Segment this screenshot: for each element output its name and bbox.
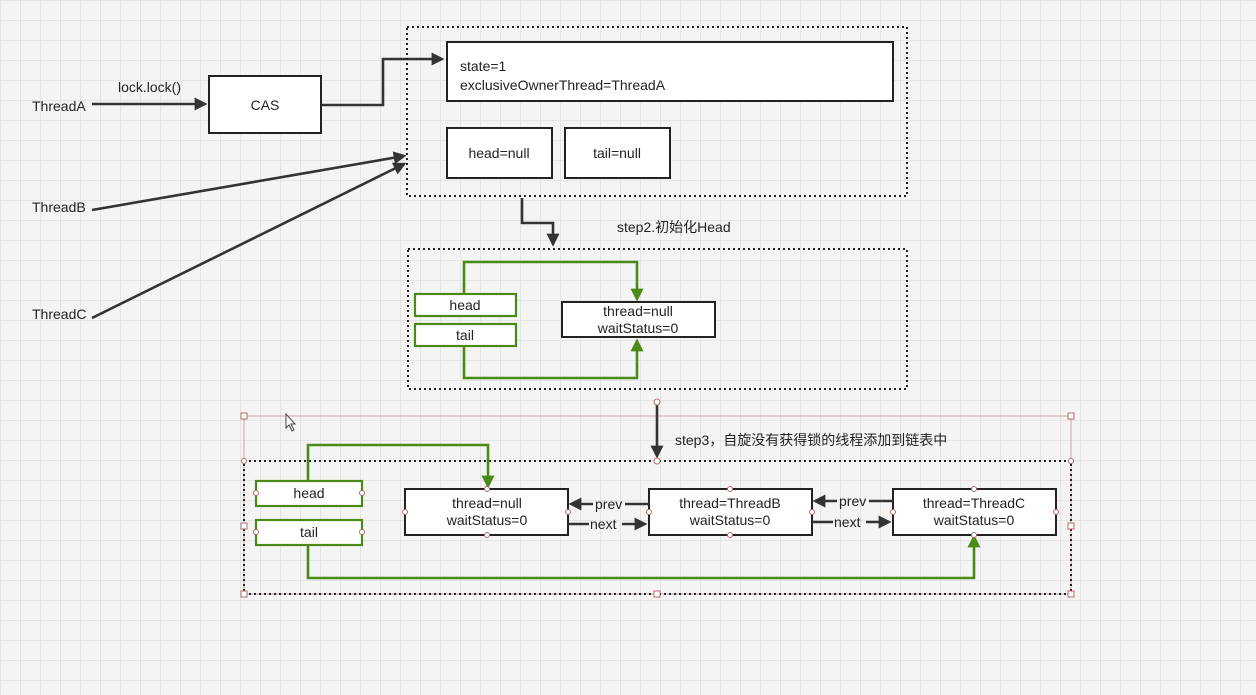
step2-node-box[interactable] — [561, 301, 716, 338]
step2-node-thread: thread=null — [603, 303, 673, 319]
thread-b-label: ThreadB — [32, 199, 86, 215]
thread-c-label: ThreadC — [32, 306, 86, 322]
next-label-2: next — [834, 514, 861, 530]
node-2-status: waitStatus=0 — [933, 512, 1015, 528]
selection-handles[interactable] — [240, 398, 1075, 598]
prev-label-1: prev — [595, 496, 622, 512]
next-label-1: next — [590, 516, 617, 532]
node-1-status: waitStatus=0 — [689, 512, 771, 528]
step2-down-arrow — [520, 198, 560, 247]
node-0-thread: thread=null — [452, 495, 522, 511]
step3-head-label: head — [293, 485, 324, 501]
step2-head-pointer — [462, 260, 644, 302]
node-0-status: waitStatus=0 — [446, 512, 528, 528]
step3-head-pointer — [306, 443, 495, 489]
state-box[interactable] — [446, 41, 894, 102]
step2-head-box[interactable] — [413, 292, 518, 318]
tail-null-label: tail=null — [593, 145, 641, 161]
lock-call-label: lock.lock() — [118, 79, 181, 95]
aqs-container — [406, 26, 908, 197]
state-value: state=1 — [460, 58, 507, 74]
thread-c-arrow — [91, 162, 407, 320]
cas-to-state-arrow — [322, 52, 445, 107]
step2-tail-label: tail — [456, 327, 474, 343]
mouse-cursor-icon — [285, 412, 297, 432]
step3-node-2[interactable] — [892, 488, 1057, 536]
node-1-thread: thread=ThreadB — [679, 495, 781, 511]
cas-label: CAS — [251, 97, 280, 113]
step3-title: step3，自旋没有获得锁的线程添加到链表中 — [675, 432, 947, 448]
step2-head-label: head — [449, 297, 480, 313]
owner-value: exclusiveOwnerThread=ThreadA — [460, 77, 666, 93]
step3-tail-pointer — [306, 534, 981, 580]
tail-null-box[interactable] — [564, 127, 671, 179]
step3-tail-label: tail — [300, 524, 318, 540]
head-null-label: head=null — [468, 145, 529, 161]
head-null-box[interactable] — [446, 127, 553, 179]
step2-node-status: waitStatus=0 — [597, 320, 679, 336]
thread-b-arrow — [91, 151, 407, 212]
step2-tail-pointer — [462, 338, 644, 380]
thread-a-label: ThreadA — [32, 98, 86, 114]
node-2-thread: thread=ThreadC — [923, 495, 1025, 511]
step2-tail-box[interactable] — [413, 322, 518, 348]
step2-title: step2.初始化Head — [617, 219, 731, 235]
cas-box[interactable] — [208, 75, 322, 134]
prev-label-2: prev — [839, 493, 866, 509]
